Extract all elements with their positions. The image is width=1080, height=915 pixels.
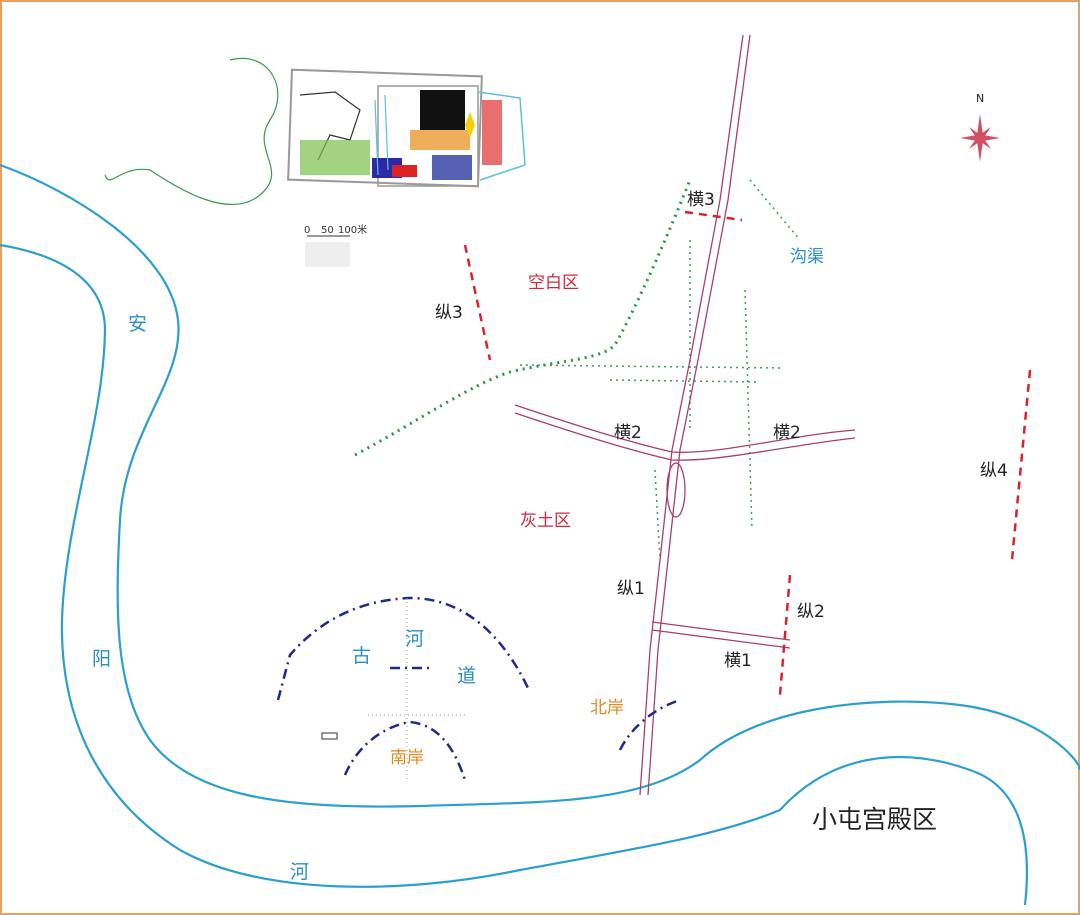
small-feature — [321, 732, 338, 740]
trench-zong2 — [778, 574, 792, 696]
scale-mid: 50 — [321, 225, 334, 236]
excavation-features — [519, 179, 801, 561]
label-heng2-left: 横2 — [614, 423, 642, 443]
label-gouqu: 沟渠 — [790, 247, 824, 267]
label-zong2: 纵2 — [797, 602, 825, 622]
label-zong3: 纵3 — [435, 303, 463, 323]
palace-plan — [287, 68, 526, 188]
label-xiaotun: 小屯宫殿区 — [812, 805, 937, 834]
label-an: 安 — [128, 313, 147, 335]
road-main — [639, 34, 744, 796]
label-zong1: 纵1 — [617, 579, 645, 599]
label-beian: 北岸 — [590, 698, 624, 718]
label-gu: 古 — [352, 645, 371, 667]
roads — [514, 34, 856, 796]
label-nanan: 南岸 — [390, 748, 424, 768]
trench-heng3 — [684, 210, 743, 222]
label-kongbaiqu: 空白区 — [528, 273, 579, 293]
label-he-river: 河 — [290, 861, 309, 883]
label-heng2-right: 横2 — [773, 423, 801, 443]
road-heng1 — [651, 621, 791, 641]
label-heng3: 横3 — [687, 190, 715, 210]
label-huituqu: 灰土区 — [520, 511, 571, 531]
compass-icon: N — [960, 92, 1000, 162]
site-boundary — [104, 57, 279, 206]
compass-north: N — [976, 92, 984, 105]
road-heng2 — [514, 404, 856, 453]
ancient-river-grid — [368, 598, 465, 780]
river-outer-bank — [0, 243, 1029, 906]
label-heng1: 横1 — [724, 651, 752, 671]
legend-block — [305, 242, 350, 267]
river-inner-bank — [0, 163, 1080, 808]
label-zong4: 纵4 — [980, 461, 1008, 481]
label-yang: 阳 — [92, 648, 111, 670]
scale-end: 100米 — [338, 223, 367, 236]
scale-bar: 0 50 100米 — [304, 223, 367, 267]
label-dao: 道 — [457, 665, 476, 687]
anyang-river — [0, 163, 1080, 906]
ancient-river — [276, 596, 681, 781]
scale-zero: 0 — [304, 225, 310, 236]
trench-zong4 — [1010, 369, 1032, 561]
label-he-ancient: 河 — [405, 628, 424, 650]
trench-zong3 — [463, 244, 492, 361]
trenches — [463, 210, 1032, 696]
